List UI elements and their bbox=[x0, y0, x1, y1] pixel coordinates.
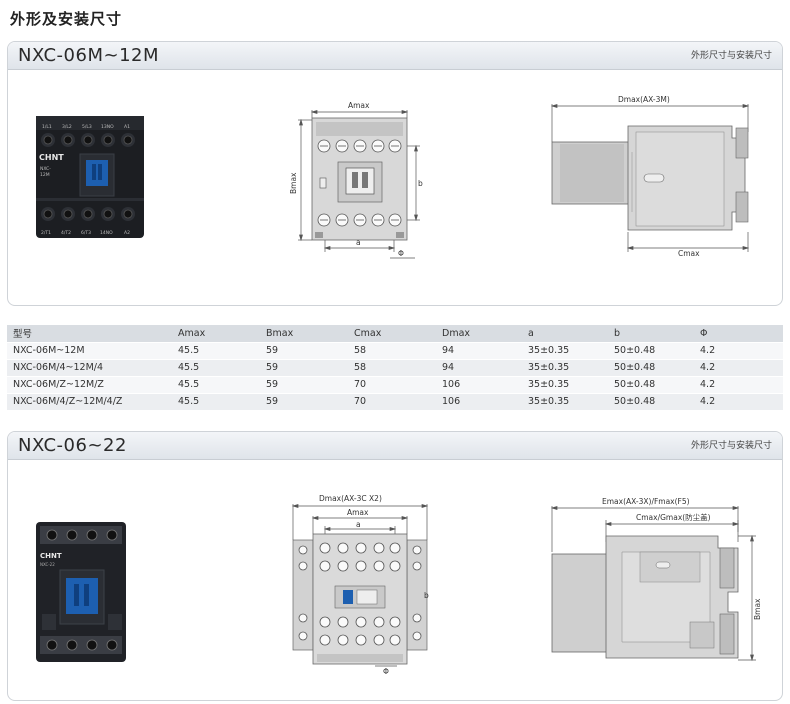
phi-label: Φ bbox=[398, 249, 404, 258]
table-cell: 59 bbox=[260, 342, 348, 360]
emax-label: Emax(AX-3X)/Fmax(F5) bbox=[602, 497, 690, 506]
svg-text:12M: 12M bbox=[40, 172, 50, 178]
table-header: a bbox=[522, 325, 608, 343]
side-view-drawing-1: Dmax(AX-3M) Cmax bbox=[550, 95, 750, 258]
table-cell: 59 bbox=[260, 359, 348, 377]
b-label: b bbox=[418, 179, 423, 188]
svg-text:CHNT: CHNT bbox=[40, 552, 62, 560]
table-cell: 94 bbox=[436, 342, 522, 360]
section-tag: 外形尺寸与安装尺寸 bbox=[690, 51, 772, 61]
section-tag: 外形尺寸与安装尺寸 bbox=[690, 441, 772, 451]
table-cell: 4.2 bbox=[694, 342, 783, 360]
bmax-label: Bmax bbox=[753, 598, 762, 620]
table-cell: 59 bbox=[260, 393, 348, 411]
table-header: Amax bbox=[172, 325, 260, 343]
svg-text:CHNT: CHNT bbox=[39, 153, 64, 162]
svg-text:NXC-: NXC- bbox=[40, 166, 51, 172]
dmax-label: Dmax(AX-3C X2) bbox=[319, 494, 382, 503]
table-cell: NXC-06M/4~12M/4 bbox=[7, 359, 172, 377]
table-row: NXC-06M/4/Z~12M/4/Z 45.5 59 70 106 35±0.… bbox=[7, 393, 783, 411]
a-label: a bbox=[356, 238, 361, 247]
cmax-label: Cmax/Gmax(防尘盖) bbox=[636, 512, 711, 522]
svg-text:4/T2: 4/T2 bbox=[61, 230, 71, 236]
table-cell: 4.2 bbox=[694, 393, 783, 411]
side-view-drawing-2: Emax(AX-3X)/Fmax(F5) Cmax/Gmax(防尘盖) Bmax bbox=[550, 497, 762, 662]
a-label: a bbox=[356, 520, 361, 529]
table-cell: 4.2 bbox=[694, 359, 783, 377]
table-header: Bmax bbox=[260, 325, 348, 343]
table-cell: 58 bbox=[348, 359, 436, 377]
table-header: Cmax bbox=[348, 325, 436, 343]
section-header: NXC-06M~12M 外形尺寸与安装尺寸 bbox=[8, 42, 782, 70]
table-cell: 45.5 bbox=[172, 342, 260, 360]
table-header-row: 型号 Amax Bmax Cmax Dmax a b Φ bbox=[7, 325, 783, 343]
table-cell: 50±0.48 bbox=[608, 376, 694, 394]
amax-label: Amax bbox=[347, 508, 369, 517]
table-cell: NXC-06M~12M bbox=[7, 342, 172, 360]
table-header: Φ bbox=[694, 325, 783, 343]
product-photo-nxc-06m: 1/L1 3/L2 5/L3 13NO A1 2/T1 4/T2 6/T3 14NO A2 CH… bbox=[36, 116, 144, 238]
front-view-drawing-1: Amax Bmax b a Φ bbox=[290, 101, 423, 259]
svg-text:2/T1: 2/T1 bbox=[41, 230, 51, 236]
table-cell: 4.2 bbox=[694, 376, 783, 394]
table-cell: NXC-06M/4/Z~12M/4/Z bbox=[7, 393, 172, 411]
section-model-title: NXC-06M~12M bbox=[18, 45, 160, 66]
table-row: NXC-06M~12M 45.5 59 58 94 35±0.35 50±0.4… bbox=[7, 342, 783, 360]
table-cell: 50±0.48 bbox=[608, 393, 694, 411]
table-cell: 45.5 bbox=[172, 359, 260, 377]
table-header: b bbox=[608, 325, 694, 343]
table-cell: 35±0.35 bbox=[522, 376, 608, 394]
table-row: NXC-06M/Z~12M/Z 45.5 59 70 106 35±0.35 5… bbox=[7, 376, 783, 394]
product-photo-nxc-06: CHNT NXC-22 bbox=[36, 522, 126, 662]
cmax-label: Cmax bbox=[678, 249, 700, 258]
svg-text:5/L3: 5/L3 bbox=[82, 124, 92, 130]
svg-text:14NO: 14NO bbox=[100, 230, 113, 236]
table-cell: 45.5 bbox=[172, 393, 260, 411]
table-cell: NXC-06M/Z~12M/Z bbox=[7, 376, 172, 394]
svg-text:NXC-22: NXC-22 bbox=[40, 562, 55, 567]
table-cell: 70 bbox=[348, 376, 436, 394]
b-label: b bbox=[424, 591, 429, 600]
section-header: NXC-06~22 外形尺寸与安装尺寸 bbox=[8, 432, 782, 460]
phi-label: Φ bbox=[383, 667, 389, 676]
table-cell: 50±0.48 bbox=[608, 359, 694, 377]
bmax-label: Bmax bbox=[290, 172, 298, 194]
table-header: 型号 bbox=[7, 325, 172, 343]
dimension-table: 型号 Amax Bmax Cmax Dmax a b Φ NXC-06M~12M… bbox=[7, 325, 783, 411]
amax-label: Amax bbox=[348, 101, 370, 110]
table-cell: 59 bbox=[260, 376, 348, 394]
svg-text:1/L1: 1/L1 bbox=[42, 124, 52, 130]
table-cell: 106 bbox=[436, 393, 522, 411]
table-cell: 106 bbox=[436, 376, 522, 394]
table-cell: 70 bbox=[348, 393, 436, 411]
table-cell: 58 bbox=[348, 342, 436, 360]
svg-text:3/L2: 3/L2 bbox=[62, 124, 72, 130]
table-row: NXC-06M/4~12M/4 45.5 59 58 94 35±0.35 50… bbox=[7, 359, 783, 377]
section-model-title: NXC-06~22 bbox=[18, 435, 127, 456]
front-view-drawing-2: Dmax(AX-3C X2) Amax a b Φ bbox=[291, 494, 429, 676]
svg-text:A1: A1 bbox=[124, 124, 130, 130]
dmax-label: Dmax(AX-3M) bbox=[618, 95, 670, 104]
table-cell: 94 bbox=[436, 359, 522, 377]
table-header: Dmax bbox=[436, 325, 522, 343]
svg-text:A2: A2 bbox=[124, 230, 130, 236]
table-cell: 50±0.48 bbox=[608, 342, 694, 360]
table-cell: 35±0.35 bbox=[522, 393, 608, 411]
table-cell: 35±0.35 bbox=[522, 342, 608, 360]
svg-text:13NO: 13NO bbox=[101, 124, 114, 130]
table-cell: 35±0.35 bbox=[522, 359, 608, 377]
table-cell: 45.5 bbox=[172, 376, 260, 394]
svg-text:6/T3: 6/T3 bbox=[81, 230, 91, 236]
page-title: 外形及安装尺寸 bbox=[10, 10, 123, 28]
